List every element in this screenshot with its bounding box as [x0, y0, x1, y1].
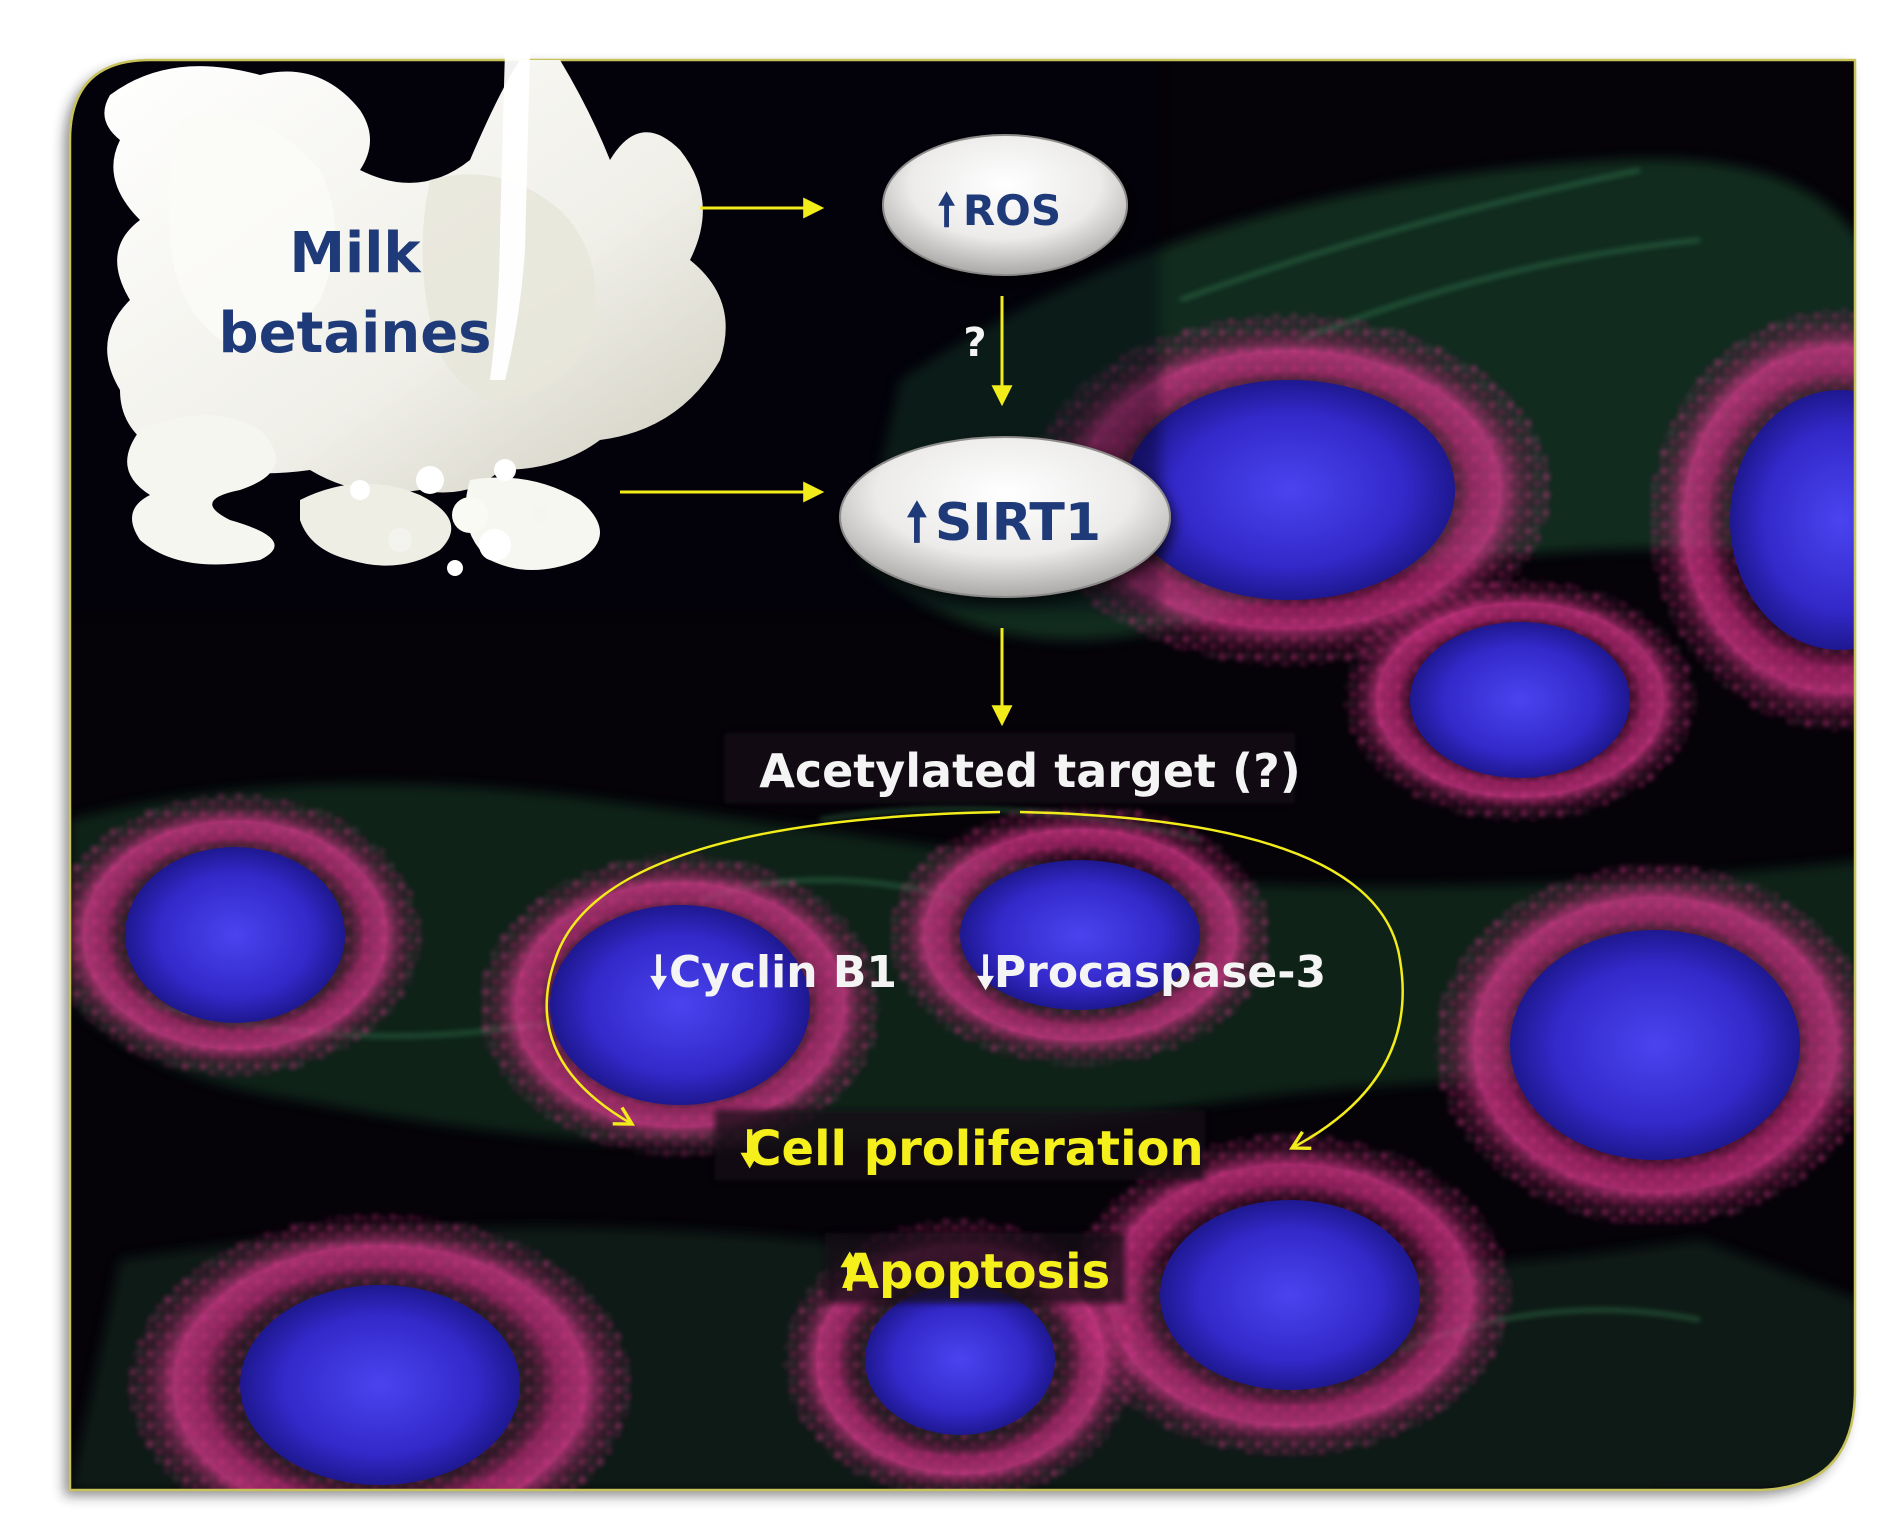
sirt1-label: SIRT1 [935, 493, 1101, 553]
milk-label-line2: betaines [219, 301, 492, 366]
ros-sirt1-uncertain-mark: ? [963, 320, 986, 366]
cell-cluster [70, 310, 1855, 1490]
cyclin-b1-label: Cyclin B1 [669, 947, 897, 998]
sirt1-node [839, 436, 1171, 598]
acetylated-target-label: Acetylated target (?) [759, 744, 1301, 798]
ros-up-arrow-icon: 🠕 [937, 185, 956, 236]
apoptosis-up-arrow-icon: 🠕 [839, 1244, 860, 1300]
ros-label: ROS [963, 186, 1061, 235]
arc-arrow-left [545, 810, 1001, 1126]
pathway-arrows [545, 197, 1404, 1151]
cyclin-down-arrow-icon: 🠗 [649, 947, 668, 998]
arc-arrow-right [1019, 810, 1404, 1151]
ros-node [882, 134, 1128, 276]
cell-proliferation-label: Cell proliferation [746, 1121, 1203, 1177]
milk-label-line1: Milk [289, 221, 422, 286]
procaspase-3-label: Procaspase-3 [994, 947, 1326, 998]
procaspase-down-arrow-icon: 🠗 [976, 947, 995, 998]
proliferation-down-arrow-icon: 🠗 [739, 1121, 760, 1177]
apoptosis-label: Apoptosis [842, 1244, 1110, 1300]
sirt1-up-arrow-icon: 🠕 [906, 493, 928, 553]
milk-splash-illustration: Milk betaines [104, 50, 726, 576]
